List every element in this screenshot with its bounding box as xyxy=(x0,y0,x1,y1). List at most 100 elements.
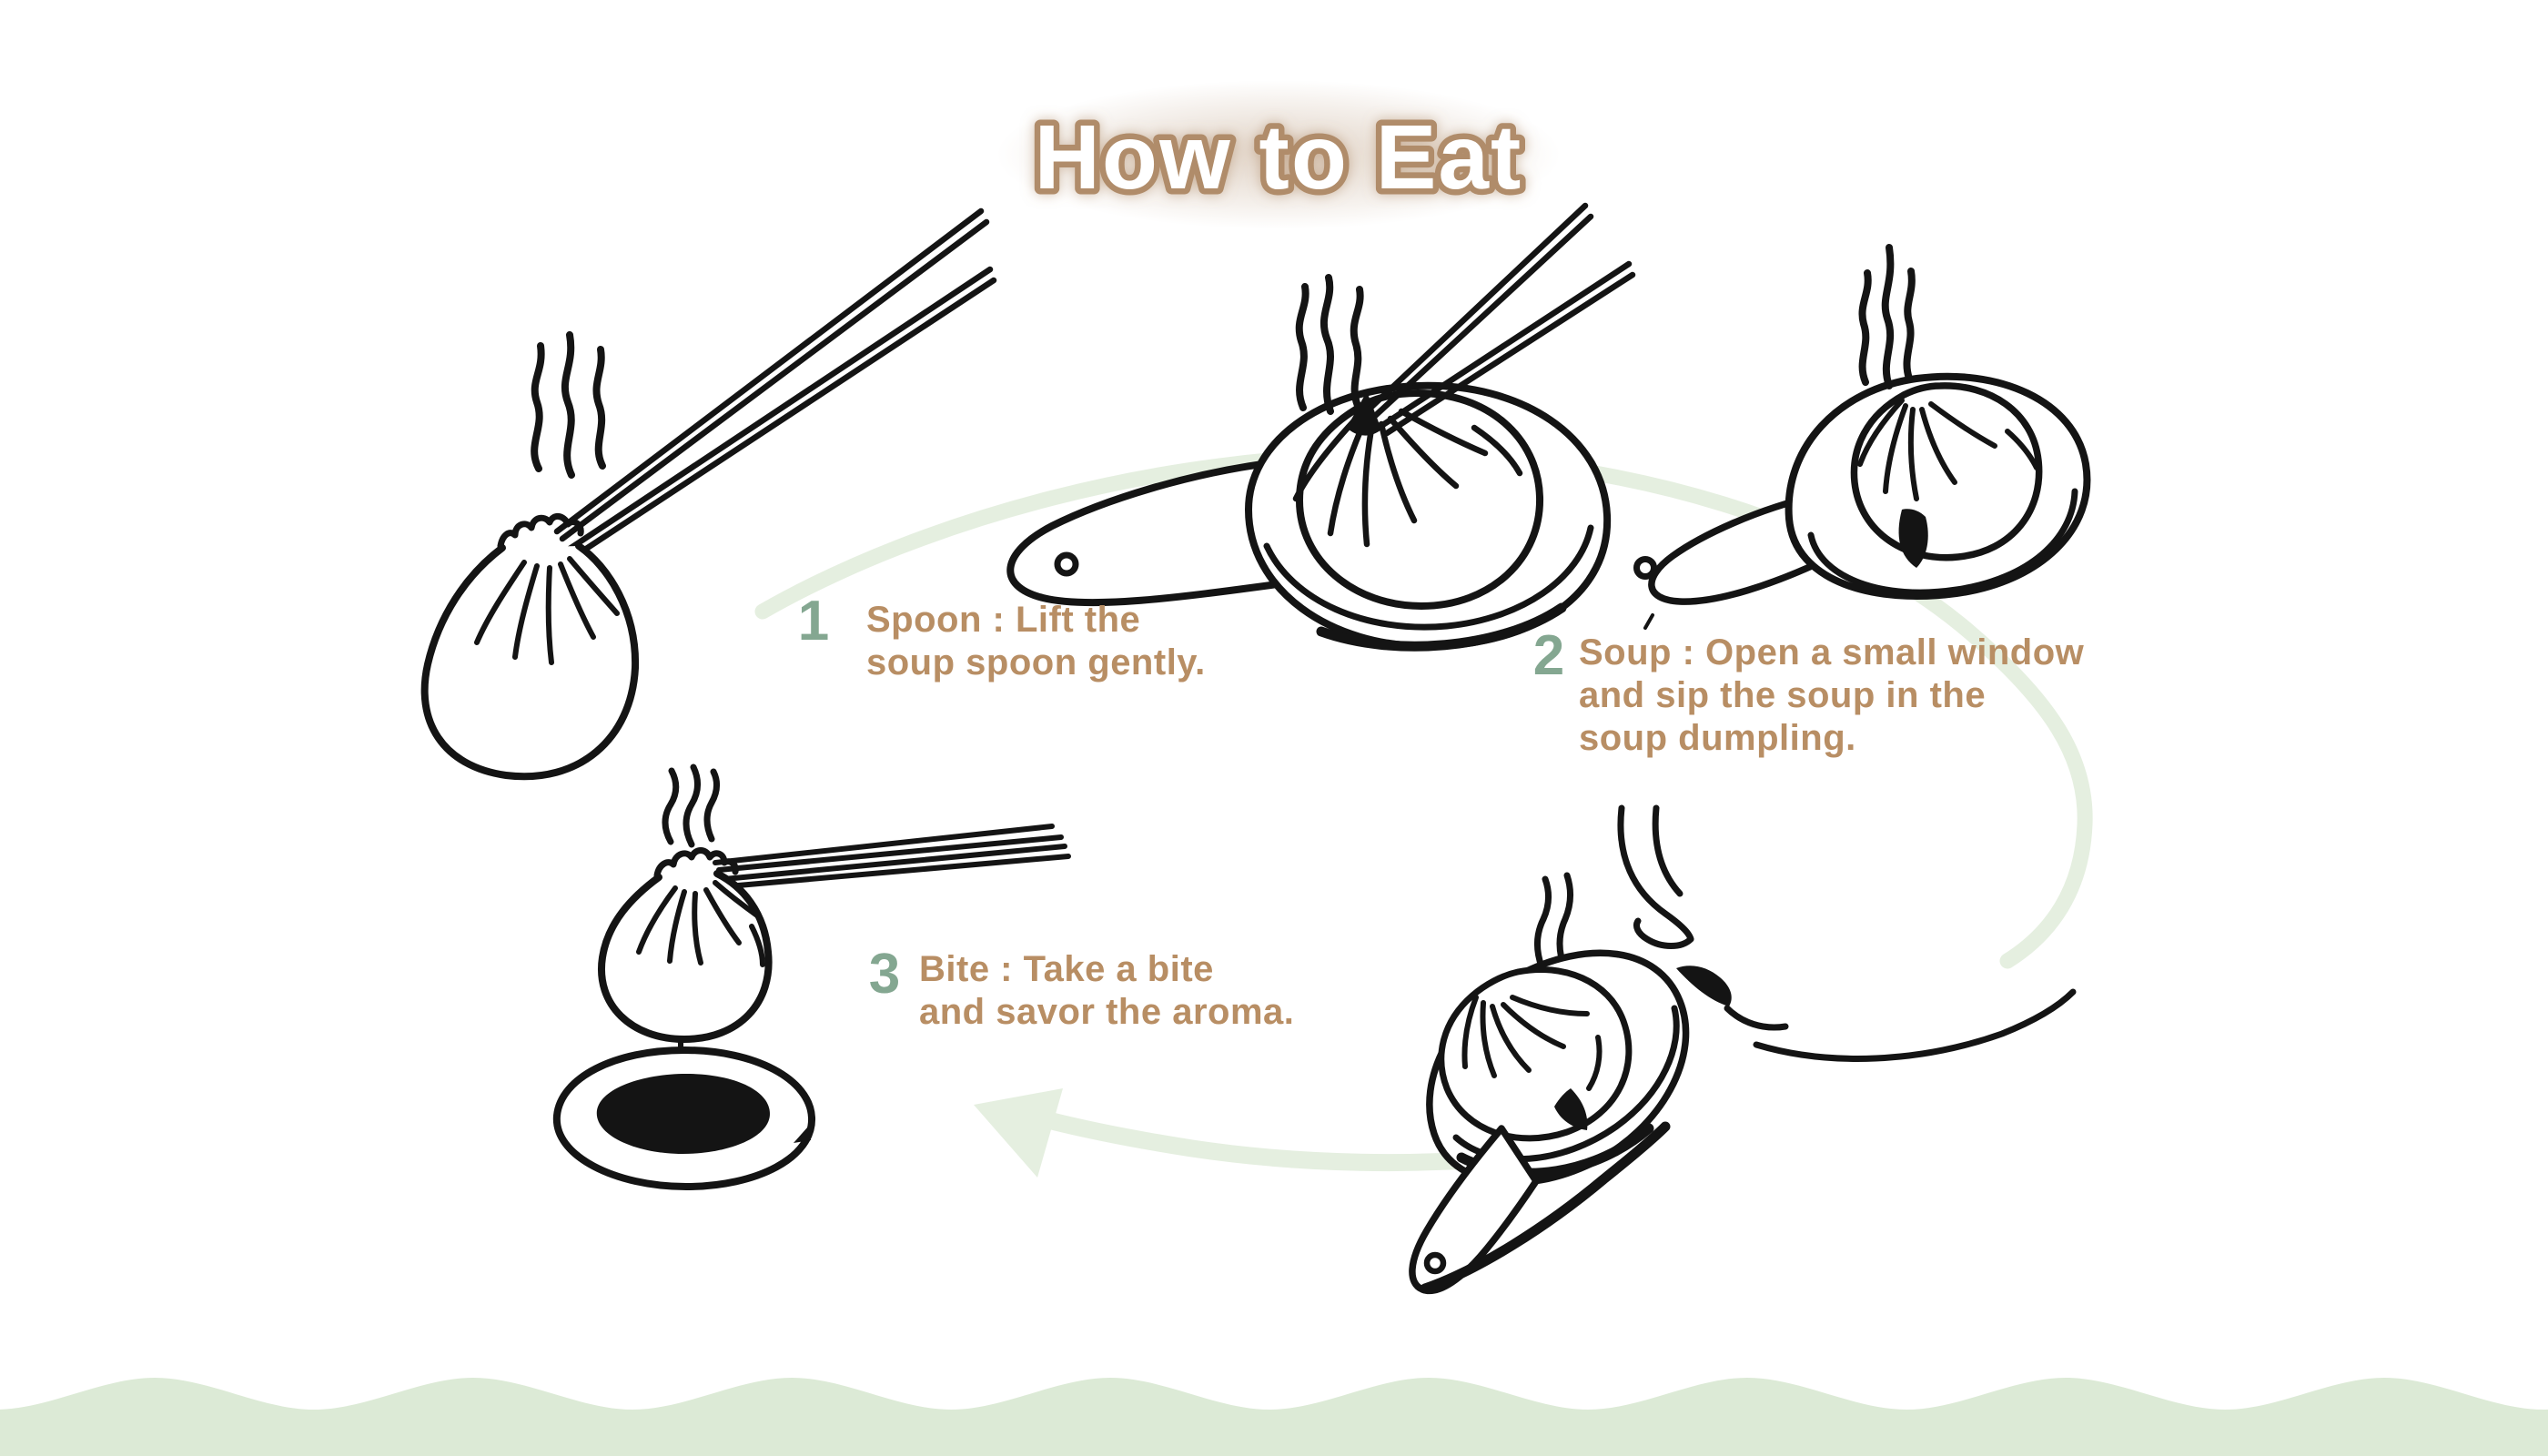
steam-icon xyxy=(1295,274,1364,415)
spoon-window-illustration xyxy=(1633,244,2091,630)
title-block: How to Eat xyxy=(996,80,1561,229)
dumpling-pleats xyxy=(474,556,620,665)
dish-rim-notch xyxy=(794,1127,811,1143)
step-3-caption: Bite : Take a bite and savor the aroma. xyxy=(919,948,1294,1034)
dumpling-pleats xyxy=(1461,995,1603,1091)
chopstick xyxy=(716,834,1064,873)
steam-line xyxy=(1295,283,1309,411)
pleat-line xyxy=(474,560,527,645)
spoon-bowl-bottom-edge xyxy=(1316,602,1567,652)
step-2-line-1: Soup : Open a small window xyxy=(1579,632,2085,672)
chopsticks-icon xyxy=(713,824,1071,889)
pleat-line xyxy=(713,880,760,918)
pleat-line xyxy=(703,887,742,945)
spoon-bowl-inner-rim xyxy=(1807,488,2078,596)
steam-line xyxy=(1858,269,1872,386)
pleat-line xyxy=(1586,1035,1603,1091)
step-2-number: 2 xyxy=(1532,624,1565,687)
pleat-line xyxy=(512,563,540,660)
dumpling-sauce-illustration xyxy=(552,763,1071,1190)
page-title: How to Eat xyxy=(1035,106,1523,208)
pleat-line xyxy=(1928,401,1997,449)
spoon-handle-hole xyxy=(1423,1251,1447,1275)
pleat-line xyxy=(1471,424,1523,477)
sauce-pool xyxy=(596,1074,770,1154)
chopsticks-icon xyxy=(553,207,997,560)
chopstick xyxy=(725,854,1071,889)
jaw-line xyxy=(1753,988,2077,1062)
flow-arrowhead-icon xyxy=(974,1088,1063,1178)
bite-notch xyxy=(1554,1088,1588,1130)
chopstick xyxy=(1370,213,1594,420)
pleat-line xyxy=(1883,403,1908,494)
lips-contact-mark xyxy=(1676,966,1732,1006)
chopstick xyxy=(566,266,994,552)
chopstick xyxy=(1363,202,1589,415)
pleat-line xyxy=(1510,995,1590,1016)
dumpling-knot xyxy=(653,847,739,879)
chin-line xyxy=(1724,1005,1789,1031)
pleat-line xyxy=(692,891,703,966)
pleat-line xyxy=(567,556,620,616)
step-1-number: 1 xyxy=(797,590,830,652)
face-profile xyxy=(1617,804,2077,1062)
steam-icon xyxy=(662,763,720,848)
steam-line xyxy=(1350,286,1364,410)
steam-line xyxy=(1556,872,1573,974)
pleat-line xyxy=(1907,407,1919,501)
step-3-line-1: Bite : Take a bite xyxy=(919,949,1214,989)
steam-line xyxy=(531,342,545,472)
chopstick xyxy=(559,218,990,542)
steam-line xyxy=(561,331,575,479)
steam-icon xyxy=(531,331,606,479)
chopstick xyxy=(571,277,997,560)
chopstick xyxy=(713,824,1055,865)
steam-line xyxy=(682,763,701,848)
pleat-line xyxy=(1501,1002,1566,1049)
pleat-line xyxy=(1919,407,1957,485)
nostril-curve xyxy=(1633,917,1694,949)
spoon-bowl-inner-rim xyxy=(1263,524,1594,631)
steam-icon xyxy=(1534,872,1573,974)
wave-border xyxy=(0,1378,2548,1456)
steam-line xyxy=(662,767,680,845)
dumpling-body xyxy=(420,542,640,781)
steam-icon xyxy=(1858,244,1916,389)
pleat-line xyxy=(1461,995,1479,1069)
dumpling-knot xyxy=(497,513,584,550)
flow-arrow-shaft xyxy=(1039,1111,1534,1172)
dumpling-pleats xyxy=(636,880,765,967)
pleat-line xyxy=(667,889,687,964)
chopstick xyxy=(1383,271,1636,437)
step-3-number: 3 xyxy=(868,943,901,1006)
spoon-handle-hole xyxy=(1054,551,1079,577)
nose-bridge-line xyxy=(1617,804,1694,943)
pleat-line xyxy=(2005,429,2039,470)
step-3-line-2: and savor the aroma. xyxy=(919,992,1295,1032)
chopstick xyxy=(553,207,985,535)
nose-bridge-line xyxy=(1652,804,1684,897)
pleat-line xyxy=(558,561,596,640)
chopstick xyxy=(1378,260,1633,430)
chopsticks-icon xyxy=(1363,202,1636,437)
steam-line xyxy=(703,768,720,843)
spoon-handle-bottom-edge xyxy=(1420,1121,1671,1294)
steam-line xyxy=(1320,274,1334,415)
step-1-line-2: soup spoon gently. xyxy=(866,642,1206,682)
soup-window-notch xyxy=(1898,509,1928,568)
face-sip-illustration xyxy=(1409,804,2077,1295)
pleat-line xyxy=(1857,398,1905,467)
dumpling-chopsticks-illustration xyxy=(420,207,997,781)
pleat-line xyxy=(1490,1004,1532,1073)
title-glow xyxy=(996,80,1561,229)
step-2-line-3: soup dumpling. xyxy=(1579,718,1856,758)
steam-line xyxy=(1903,268,1916,382)
pleat-line xyxy=(749,924,765,967)
chopstick xyxy=(722,844,1067,882)
pleat-line xyxy=(1480,1000,1497,1078)
pleat-line xyxy=(1378,420,1418,524)
dumpling-pleats xyxy=(1857,398,2039,501)
step-1-line-1: Spoon : Lift the xyxy=(866,600,1141,640)
